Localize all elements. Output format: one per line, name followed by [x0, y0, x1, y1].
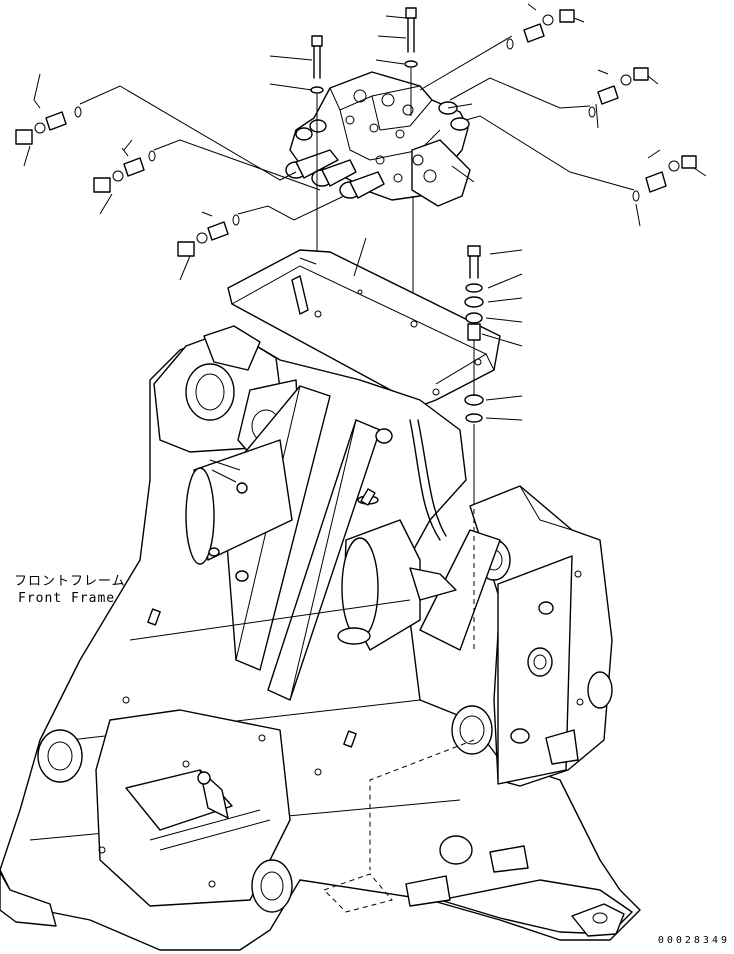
assembly-name-english: Front Frame [18, 591, 116, 606]
drawing-number: 00028349 [657, 935, 730, 946]
front-frame [0, 325, 641, 951]
valve-mounting-plate [227, 237, 501, 407]
callout-leaders [23, 15, 707, 281]
assembly-name-japanese: フロントフレーム [14, 574, 126, 589]
plate-fastener-stack [464, 245, 523, 500]
hydraulic-fittings [15, 3, 697, 257]
